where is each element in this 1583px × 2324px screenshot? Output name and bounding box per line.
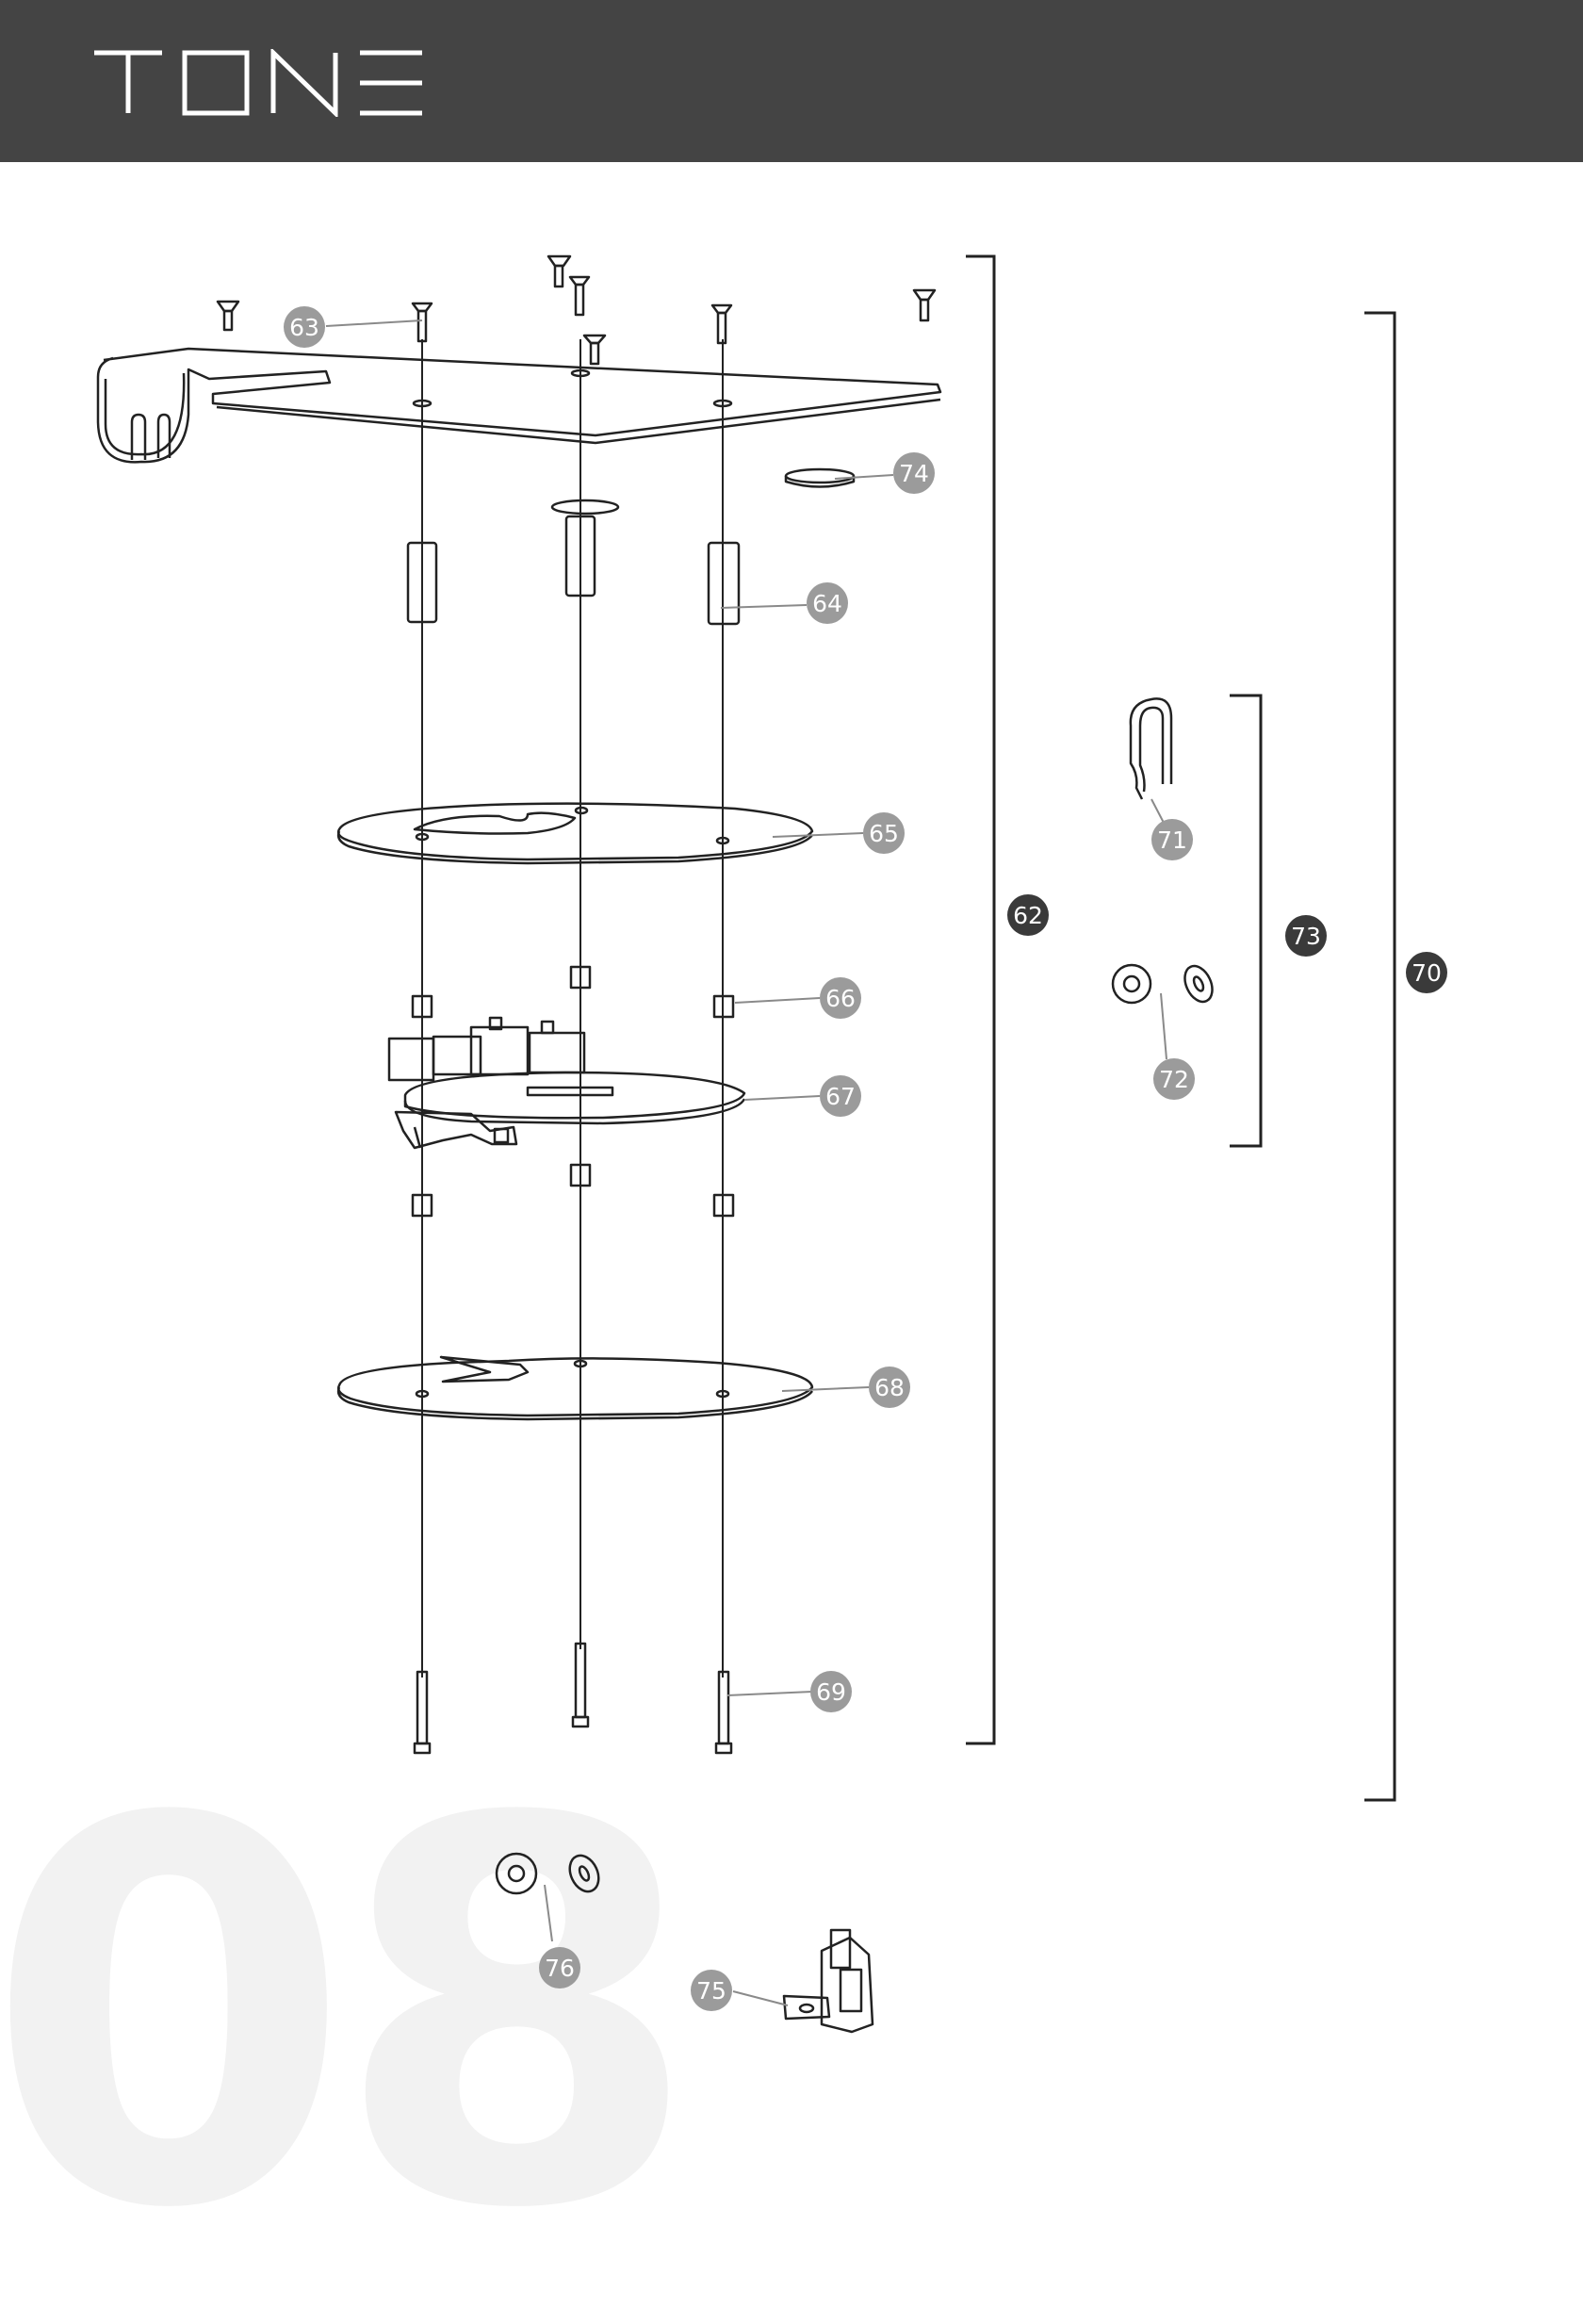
terminal-connector	[782, 1928, 874, 2034]
brand-logo	[94, 47, 426, 122]
assembly-rods	[421, 339, 724, 1678]
callout-circle	[869, 1367, 910, 1408]
header-bar	[0, 0, 1583, 162]
callout-67: 67	[820, 1075, 861, 1117]
callout-70: 70	[1406, 952, 1447, 993]
callout-label: 63	[289, 314, 319, 341]
small-spacers	[411, 965, 735, 1218]
callout-74: 74	[893, 452, 935, 494]
callout-circle	[863, 812, 905, 854]
spring-clip	[1129, 697, 1173, 800]
page-number-watermark: 08	[0, 1710, 700, 2324]
callout-circle	[1153, 1058, 1195, 1100]
callout-label: 71	[1157, 826, 1187, 854]
callout-label: 68	[874, 1374, 905, 1401]
callout-label: 62	[1013, 902, 1043, 929]
callout-63: 63	[284, 306, 325, 348]
bracket-62	[966, 254, 996, 1745]
callout-circle	[810, 1671, 852, 1712]
callout-circle	[807, 582, 848, 624]
washers-pair-bottom	[495, 1852, 600, 1895]
callout-label: 70	[1412, 959, 1442, 987]
bottom-bolts	[413, 1642, 733, 1755]
bracket-70	[1364, 311, 1396, 1802]
callout-69: 69	[810, 1671, 852, 1712]
callout-circle	[539, 1947, 580, 1988]
callout-circle	[284, 306, 325, 348]
callout-label: 75	[696, 1977, 726, 2005]
top-plate	[96, 347, 942, 464]
callout-label: 67	[825, 1083, 856, 1110]
callout-label: 74	[899, 460, 929, 487]
plate-lower	[336, 1355, 814, 1421]
callout-73: 73	[1285, 915, 1327, 957]
callout-circle	[820, 1075, 861, 1117]
top-screws	[216, 254, 937, 366]
callouts: 63 74 64 65 66 67 68 69 71 72 76 75 62 73 70	[284, 306, 1447, 2011]
spacers	[406, 499, 741, 626]
callout-64: 64	[807, 582, 848, 624]
callout-label: 65	[869, 820, 899, 847]
callout-circle	[1007, 894, 1049, 936]
callout-circle	[820, 977, 861, 1019]
callout-label: 69	[816, 1678, 846, 1706]
callout-68: 68	[869, 1367, 910, 1408]
bracket-73	[1230, 694, 1263, 1148]
callout-71: 71	[1151, 819, 1193, 860]
callout-circle	[1406, 952, 1447, 993]
plate-upper	[336, 802, 814, 865]
small-disc	[784, 467, 856, 488]
washers-pair-right	[1111, 963, 1214, 1005]
callout-75: 75	[691, 1970, 732, 2011]
callout-62: 62	[1007, 894, 1049, 936]
callout-label: 76	[545, 1955, 575, 1982]
exploded-view-diagram: 63 74 64 65 66 67 68 69 71 72 76 75 62 73 70	[96, 254, 1447, 2034]
callout-65: 65	[863, 812, 905, 854]
callout-label: 73	[1291, 923, 1321, 950]
callout-circle	[1151, 819, 1193, 860]
controller-board	[387, 1016, 746, 1150]
assembly-brackets	[966, 254, 1396, 1802]
callout-72: 72	[1153, 1058, 1195, 1100]
leader-lines	[325, 319, 1167, 2006]
callout-label: 64	[812, 590, 842, 617]
callout-circle	[893, 452, 935, 494]
callout-66: 66	[820, 977, 861, 1019]
callout-circle	[1285, 915, 1327, 957]
callout-label: 66	[825, 985, 856, 1012]
callout-circle	[691, 1970, 732, 2011]
callout-label: 72	[1159, 1066, 1189, 1093]
callout-76: 76	[539, 1947, 580, 1988]
